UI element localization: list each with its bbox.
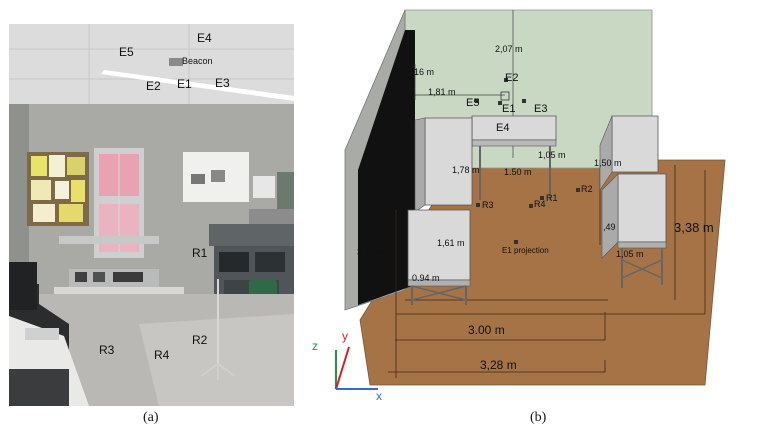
y-axis [335, 346, 350, 390]
label-e2: E2 [505, 72, 518, 84]
label-e1: E1 [177, 77, 192, 91]
caption-b: (b) [530, 410, 547, 425]
beacon-marker [500, 91, 510, 101]
label-r3: R3 [482, 200, 494, 210]
label-r2: R2 [192, 333, 208, 347]
dim-3-38: 3,38 m [674, 220, 714, 235]
black-panel [358, 30, 415, 305]
table-back [471, 115, 557, 141]
label-e2: E2 [146, 79, 161, 93]
dim-3-00: 3.00 m [468, 323, 505, 337]
ceiling-light [101, 70, 294, 101]
table-left-upper [424, 117, 473, 206]
label-e1-projection: E1 projection [502, 246, 549, 255]
dim-1-05-right: 1,05 m [616, 249, 644, 259]
label-r1: R1 [546, 193, 558, 203]
dim-1-78: 1,78 m [452, 165, 480, 175]
beacon-device [169, 58, 183, 66]
dim-1-81: 1,81 m [428, 87, 456, 97]
caption-a: (a) [143, 410, 159, 425]
keyboard [25, 328, 59, 340]
label-x-axis: x [376, 389, 382, 400]
label-e3: E3 [534, 103, 547, 115]
label-e1: E1 [502, 103, 515, 115]
dim-1-61: 1,61 m [437, 238, 465, 248]
dim-3-28: 3,28 m [480, 358, 517, 372]
dim-49: ,49 [603, 222, 616, 232]
label-y-axis: y [342, 329, 348, 343]
dim-0-94: 0.94 m [412, 273, 440, 283]
dim-1-50-center: 1.50 m [504, 167, 532, 177]
dim-1-05-top: 1,05 m [538, 150, 566, 160]
lab-photo: E4 E5 Beacon E2 E1 E3 R1 R2 R3 R4 [9, 24, 294, 406]
dim-16: 16 m [414, 67, 434, 77]
monitor [9, 262, 37, 310]
workbench-top [54, 287, 184, 294]
room-3d-model: E2 E5 E1 E3 E4 R1 R2 R3 R4 E1 projection… [312, 9, 726, 400]
label-r3: R3 [99, 343, 115, 357]
label-r4: R4 [154, 348, 170, 362]
label-e4: E4 [197, 31, 212, 45]
label-r1: R1 [192, 246, 208, 260]
dim-1-50-right: 1,50 m [594, 158, 622, 168]
label-beacon: Beacon [182, 56, 213, 66]
label-e5: E5 [466, 97, 479, 109]
label-r4: R4 [534, 199, 546, 209]
label-e3: E3 [215, 76, 230, 90]
dim-2-07: 2,07 m [495, 44, 523, 54]
label-e5: E5 [119, 45, 134, 59]
label-z-axis: z [312, 339, 318, 353]
dim-3-46: 3,46 m [357, 247, 385, 257]
table-right-lower [617, 173, 667, 243]
label-e4: E4 [496, 122, 509, 134]
label-r2: R2 [581, 184, 593, 194]
